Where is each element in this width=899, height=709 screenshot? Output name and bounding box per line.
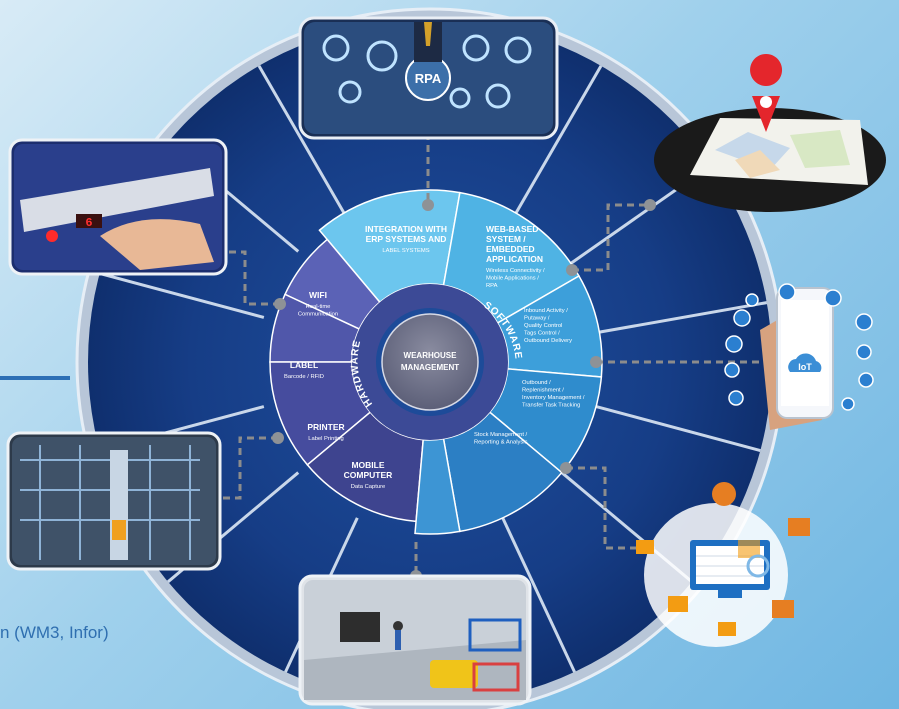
software-segment-subtitle: Transfer Task Tracking — [522, 403, 580, 409]
software-segment-subtitle: Wireless Connectivity / — [486, 268, 545, 274]
gear-icon — [322, 34, 532, 109]
iot-label: IoT — [798, 362, 812, 372]
outer-spoke — [599, 301, 768, 334]
map-photo — [654, 54, 886, 212]
logistics-illustration — [636, 482, 810, 647]
software-segment-title: INTEGRATION WITH — [365, 224, 447, 234]
factory-photo — [298, 574, 532, 706]
rpa-photo: RPA — [298, 16, 559, 140]
software-segment-subtitle: Inventory Management / — [522, 395, 585, 401]
display-digit: 6 — [85, 216, 92, 230]
pick-to-light-photo: 6 — [8, 138, 228, 276]
map-pin-icon — [750, 54, 783, 132]
software-segment-title: WEB-BASED — [486, 224, 538, 234]
hardware-segment-subtitle: Communication — [298, 312, 338, 318]
hardware-segment-title: MOBILE — [351, 460, 384, 470]
software-segment-subtitle: RPA — [486, 283, 498, 289]
software-segment-subtitle: Replenishment / — [522, 388, 564, 394]
label-ring — [352, 284, 508, 440]
caption: n (WM3, Infor) — [0, 623, 109, 642]
accent-line — [0, 376, 70, 380]
software-segment-subtitle: Stock Management / — [474, 432, 528, 438]
outer-spoke — [514, 65, 603, 214]
outer-spoke — [501, 517, 576, 673]
warehouse-rack-photo — [6, 431, 222, 571]
hardware-segment-subtitle: Barcode / RFID — [284, 374, 324, 380]
connectors — [220, 130, 760, 576]
software-segment-subtitle: Outbound / — [522, 380, 551, 386]
software-segment-title: SYSTEM / — [486, 234, 526, 244]
software-segment-title: EMBEDDED — [486, 244, 535, 254]
software-segment-subtitle: Tags Control / — [524, 331, 560, 337]
center-title-line2: MANAGEMENT — [401, 363, 459, 372]
software-segment-subtitle: Putaway / — [524, 316, 550, 322]
software-segment-subtitle: Quality Control — [524, 323, 562, 329]
iot-photo: IoT — [724, 283, 874, 430]
hardware-segment-title: PRINTER — [307, 422, 344, 432]
center-hub — [381, 313, 479, 411]
software-segment-subtitle: Mobile Applications / — [486, 276, 539, 282]
hardware-segment-title: LABEL — [290, 360, 318, 370]
hardware-segment-title: COMPUTER — [344, 470, 393, 480]
center-title-line1: WEARHOUSE — [404, 351, 458, 360]
cloud-icon — [788, 353, 822, 372]
outer-spoke — [595, 405, 761, 452]
software-segment-subtitle: Outbound Delivery — [524, 338, 572, 344]
hardware-segment-subtitle: Data Capture — [351, 484, 385, 490]
software-segment-subtitle: LABEL SYSTEMS — [382, 248, 429, 254]
outer-spoke — [99, 272, 265, 319]
software-segment-title: ERP SYSTEMS AND — [366, 234, 447, 244]
person-icon — [712, 482, 736, 506]
rpa-label: RPA — [415, 71, 442, 86]
software-segment-subtitle: Inbound Activity / — [524, 308, 568, 314]
outer-spoke — [257, 65, 346, 214]
software-segment-subtitle: Reporting & Analysis — [474, 440, 528, 446]
magnifier-icon — [746, 554, 770, 578]
hardware-segment-subtitle: Real-time — [306, 304, 331, 310]
hardware-segment-title: WIFI — [309, 290, 327, 300]
hardware-segment-subtitle: Label Printing — [308, 436, 343, 442]
software-segment-title: APPLICATION — [486, 254, 543, 264]
iot-satellite-icons — [724, 283, 874, 411]
